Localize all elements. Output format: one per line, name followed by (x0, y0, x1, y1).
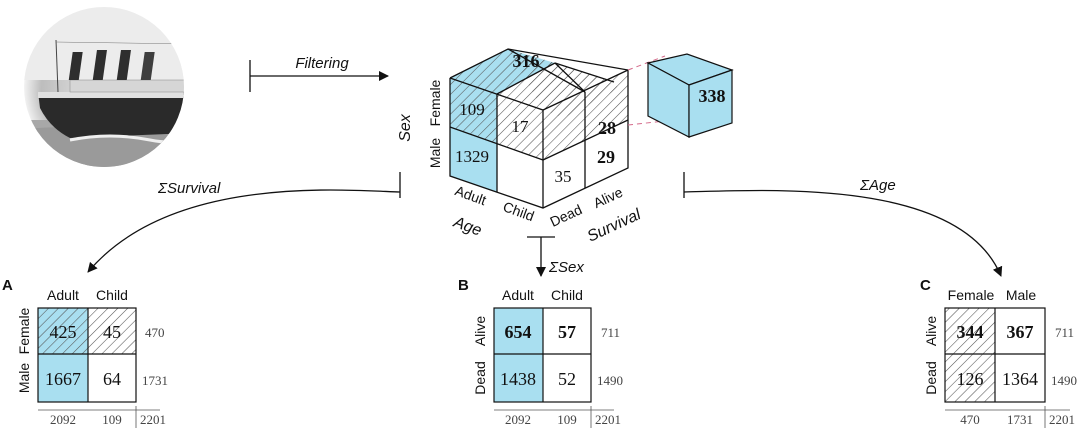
panel-c-cell-value: 126 (957, 369, 984, 389)
cube-value-female-alive: 28 (598, 118, 616, 138)
panel-c-cell-dead-female (945, 354, 995, 402)
panel-c (944, 307, 1070, 428)
cube-cell-male-dead (543, 140, 585, 208)
panel-b-row-total: 711 (601, 325, 620, 340)
cube-value-top: 316 (513, 51, 540, 71)
panel-a-col-adult: Adult (47, 287, 79, 303)
panel-a-letter: A (2, 277, 13, 294)
panel-a-cell-male-adult (38, 354, 88, 402)
panel-a-row-female: Female (16, 307, 32, 354)
panel-c-cell-value: 344 (957, 322, 984, 342)
filtering-label: Filtering (295, 55, 349, 72)
panel-b-col-child: Child (551, 287, 583, 303)
cube-cell-female-child (497, 94, 543, 160)
panel-b-cell-value: 57 (558, 322, 576, 342)
panel-c-cell-dead-male (995, 354, 1045, 402)
panel-b-col-total: 109 (557, 412, 577, 427)
cube-value-male-adult: 1329 (455, 147, 489, 166)
panel-a-row-total: 470 (145, 325, 165, 340)
panel-a-cell-value: 425 (50, 322, 77, 342)
panel-c-col-total: 1731 (1007, 412, 1033, 427)
axis-label-sex: Sex (397, 113, 414, 142)
panel-a-col-total: 2092 (50, 412, 76, 427)
panel-b-cell-value: 1438 (500, 369, 536, 389)
cube-cell-female-adult-hatch (450, 78, 497, 143)
sum-arrows (87, 172, 1003, 277)
panel-a-cell-male-child (88, 354, 136, 402)
panel-c-row-total: 1490 (1051, 373, 1077, 388)
cube-cell-female-dead (543, 92, 585, 160)
panel-c-letter: C (920, 277, 931, 294)
cube-cell-male-adult (450, 127, 497, 192)
axis-label-age: Age (450, 214, 484, 240)
cube-cell-female-alive (585, 70, 628, 140)
panel-b-col-total: 2092 (505, 412, 531, 427)
panel-a-cell-value: 1667 (45, 369, 81, 389)
panel-c-col-total: 470 (960, 412, 980, 427)
cube-value-female-adult: 109 (459, 100, 485, 119)
panel-b-col-adult: Adult (502, 287, 534, 303)
panel-b-row-total: 1490 (597, 373, 623, 388)
panel-b-row-dead: Dead (472, 361, 488, 394)
panel-a-grand-total: 2201 (140, 412, 166, 427)
sum-age-label: ΣAge (859, 177, 896, 194)
single-cell-cube (646, 53, 734, 138)
panel-b-cell-value: 654 (505, 322, 532, 342)
panel-c-col-female: Female (948, 287, 995, 303)
panel-a-cell-value: 64 (103, 369, 121, 389)
panel-c-row-total: 711 (1055, 325, 1074, 340)
panel-b-letter: B (458, 277, 469, 294)
panel-c-row-alive: Alive (923, 316, 939, 347)
panel-c-cell-value: 1364 (1002, 369, 1038, 389)
panel-b-cell-value: 52 (558, 369, 576, 389)
panel-a-cell-female-adult-hatch (38, 308, 88, 354)
panel-b-cell-dead-adult (494, 354, 543, 402)
single-cell-value: 338 (699, 86, 726, 106)
sex-label-male: Male (427, 138, 443, 169)
panel-b-cell-alive-adult (494, 308, 543, 354)
panel-c-cell-value: 367 (1007, 322, 1034, 342)
sum-sex-label: ΣSex (548, 259, 584, 276)
panel-a (37, 307, 160, 428)
sum-survival-label: ΣSurvival (157, 180, 221, 197)
panel-a-row-male: Male (16, 363, 32, 394)
panel-c-cell-alive-female (945, 308, 995, 354)
panel-a-cell-value: 45 (103, 322, 121, 342)
panel-b-cell-dead-child (543, 354, 591, 402)
panel-b-row-alive: Alive (472, 316, 488, 347)
panel-c-col-male: Male (1006, 287, 1037, 303)
filtering-arrow (249, 60, 389, 92)
panel-a-cell-female-child (88, 308, 136, 354)
titanic-photo (24, 7, 184, 167)
cube-cell-male-alive (585, 120, 628, 188)
survival-label-alive: Alive (591, 184, 625, 211)
sex-label-female: Female (427, 79, 443, 126)
panel-b (493, 307, 614, 428)
data-cube (449, 48, 629, 209)
cube-value-male-dead: 35 (555, 167, 572, 186)
survival-label-dead: Dead (547, 201, 584, 230)
panel-b-grand-total: 2201 (595, 412, 621, 427)
panel-b-cell-alive-child (543, 308, 591, 354)
panel-a-col-child: Child (96, 287, 128, 303)
panel-c-cell-alive-male (995, 308, 1045, 354)
panel-a-row-total: 1731 (142, 373, 168, 388)
cube-value-male-alive: 29 (597, 147, 615, 167)
cube-cell-male-child (497, 143, 543, 208)
axis-label-survival: Survival (585, 206, 644, 246)
panel-c-row-dead: Dead (923, 361, 939, 394)
panel-c-grand-total: 2201 (1049, 412, 1075, 427)
cube-value-female-child: 17 (512, 117, 530, 136)
panel-a-col-total: 109 (102, 412, 122, 427)
